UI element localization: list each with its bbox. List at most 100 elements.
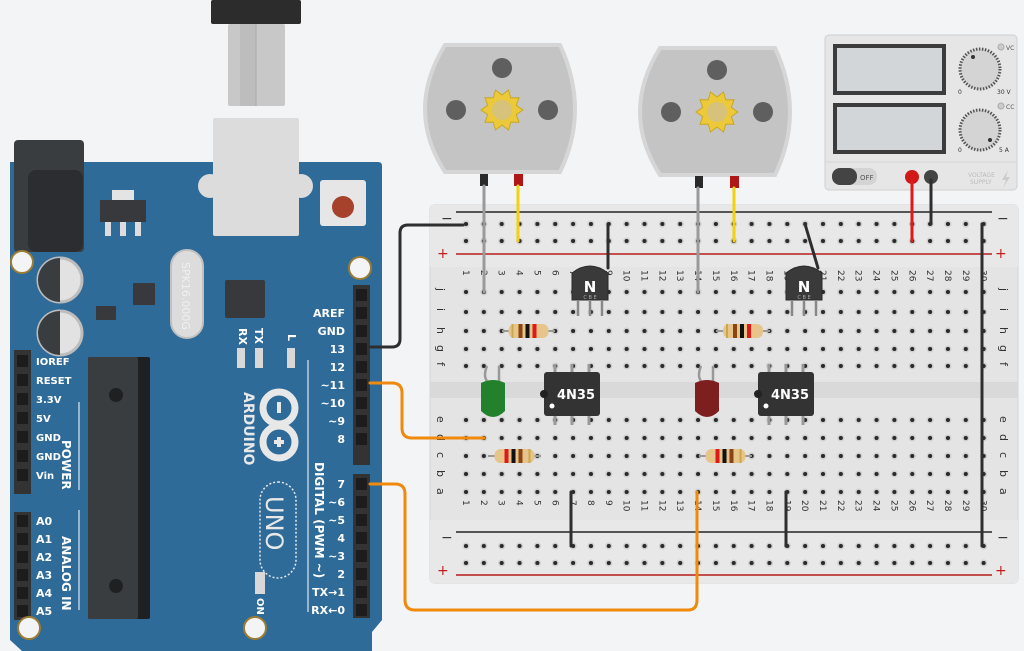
optocoupler-4n35[interactable]: 4N35 <box>754 364 814 425</box>
wires[interactable] <box>368 178 984 612</box>
breadboard-hole[interactable] <box>623 434 631 442</box>
breadboard-hole[interactable] <box>480 416 488 424</box>
power-pin[interactable] <box>17 412 28 424</box>
rail-hole[interactable] <box>551 542 559 550</box>
breadboard-hole[interactable] <box>908 345 916 353</box>
analog-pin[interactable] <box>17 533 28 545</box>
rail-hole[interactable] <box>837 237 845 245</box>
breadboard-hole[interactable] <box>890 452 898 460</box>
breadboard-hole[interactable] <box>890 470 898 478</box>
breadboard-hole[interactable] <box>462 416 470 424</box>
dc-motor-2[interactable] <box>638 46 792 188</box>
rail-hole[interactable] <box>551 220 559 228</box>
rail-hole[interactable] <box>551 237 559 245</box>
power-pin[interactable] <box>17 469 28 481</box>
breadboard-hole[interactable] <box>498 488 506 496</box>
rail-hole[interactable] <box>855 220 863 228</box>
breadboard-hole[interactable] <box>694 416 702 424</box>
rail-hole[interactable] <box>730 559 738 567</box>
rail-hole[interactable] <box>748 542 756 550</box>
breadboard-hole[interactable] <box>462 362 470 370</box>
breadboard-hole[interactable] <box>730 345 738 353</box>
rail-hole[interactable] <box>712 237 720 245</box>
rail-hole[interactable] <box>873 542 881 550</box>
breadboard-hole[interactable] <box>944 416 952 424</box>
rail-hole[interactable] <box>908 542 916 550</box>
breadboard-hole[interactable] <box>516 488 524 496</box>
breadboard-hole[interactable] <box>480 308 488 316</box>
rail-hole[interactable] <box>962 220 970 228</box>
rail-hole[interactable] <box>516 559 524 567</box>
breadboard-hole[interactable] <box>498 288 506 296</box>
breadboard-hole[interactable] <box>676 288 684 296</box>
rail-hole[interactable] <box>855 559 863 567</box>
breadboard-hole[interactable] <box>801 452 809 460</box>
breadboard-hole[interactable] <box>498 416 506 424</box>
digital-pin[interactable] <box>356 415 367 427</box>
breadboard-hole[interactable] <box>890 488 898 496</box>
breadboard-hole[interactable] <box>730 362 738 370</box>
breadboard-hole[interactable] <box>890 362 898 370</box>
rail-hole[interactable] <box>658 237 666 245</box>
rail-hole[interactable] <box>765 220 774 228</box>
breadboard-hole[interactable] <box>533 470 541 478</box>
breadboard-hole[interactable] <box>855 488 863 496</box>
breadboard-hole[interactable] <box>640 434 649 442</box>
rail-hole[interactable] <box>712 559 720 567</box>
wire-gnd[interactable] <box>368 223 465 349</box>
breadboard-hole[interactable] <box>462 470 470 478</box>
breadboard-hole[interactable] <box>908 362 916 370</box>
breadboard-hole[interactable] <box>658 362 666 370</box>
digital-pin[interactable] <box>356 586 367 598</box>
breadboard-hole[interactable] <box>694 470 702 478</box>
analog-pin[interactable] <box>17 587 28 599</box>
breadboard-hole[interactable] <box>569 434 577 442</box>
digital-pin[interactable] <box>356 379 367 391</box>
breadboard-hole[interactable] <box>730 470 738 478</box>
breadboard-hole[interactable] <box>855 327 863 335</box>
rail-hole[interactable] <box>462 559 470 567</box>
breadboard-hole[interactable] <box>908 452 916 460</box>
breadboard-hole[interactable] <box>640 488 649 496</box>
rail-hole[interactable] <box>748 559 756 567</box>
breadboard-hole[interactable] <box>533 362 541 370</box>
breadboard-hole[interactable] <box>926 362 934 370</box>
voltage-knob[interactable] <box>958 47 1002 91</box>
rail-hole[interactable] <box>551 559 559 567</box>
breadboard-hole[interactable] <box>623 308 631 316</box>
rail-hole[interactable] <box>587 559 595 567</box>
breadboard-hole[interactable] <box>748 416 756 424</box>
breadboard-hole[interactable] <box>676 434 684 442</box>
breadboard-hole[interactable] <box>587 470 595 478</box>
rail-hole[interactable] <box>640 220 649 228</box>
breadboard-hole[interactable] <box>873 288 881 296</box>
breadboard-hole[interactable] <box>658 345 666 353</box>
breadboard-hole[interactable] <box>605 416 613 424</box>
breadboard-hole[interactable] <box>873 470 881 478</box>
wire-pin7[interactable] <box>368 482 699 612</box>
breadboard-hole[interactable] <box>944 470 952 478</box>
rail-hole[interactable] <box>783 220 791 228</box>
breadboard-hole[interactable] <box>783 470 791 478</box>
breadboard-hole[interactable] <box>640 470 649 478</box>
breadboard-hole[interactable] <box>694 434 702 442</box>
rail-hole[interactable] <box>712 220 720 228</box>
breadboard-hole[interactable] <box>712 288 720 296</box>
breadboard-hole[interactable] <box>623 416 631 424</box>
rail-hole[interactable] <box>462 237 470 245</box>
rail-hole[interactable] <box>658 559 666 567</box>
breadboard-hole[interactable] <box>926 470 934 478</box>
rail-hole[interactable] <box>980 559 988 567</box>
breadboard-hole[interactable] <box>712 416 720 424</box>
breadboard-hole[interactable] <box>944 308 952 316</box>
breadboard-hole[interactable] <box>498 308 506 316</box>
breadboard-hole[interactable] <box>676 452 684 460</box>
rail-hole[interactable] <box>516 542 524 550</box>
breadboard-hole[interactable] <box>765 308 774 316</box>
rail-hole[interactable] <box>748 237 756 245</box>
breadboard-hole[interactable] <box>551 345 559 353</box>
rail-hole[interactable] <box>926 542 934 550</box>
breadboard-hole[interactable] <box>605 488 613 496</box>
analog-pin[interactable] <box>17 515 28 527</box>
breadboard-hole[interactable] <box>890 308 898 316</box>
